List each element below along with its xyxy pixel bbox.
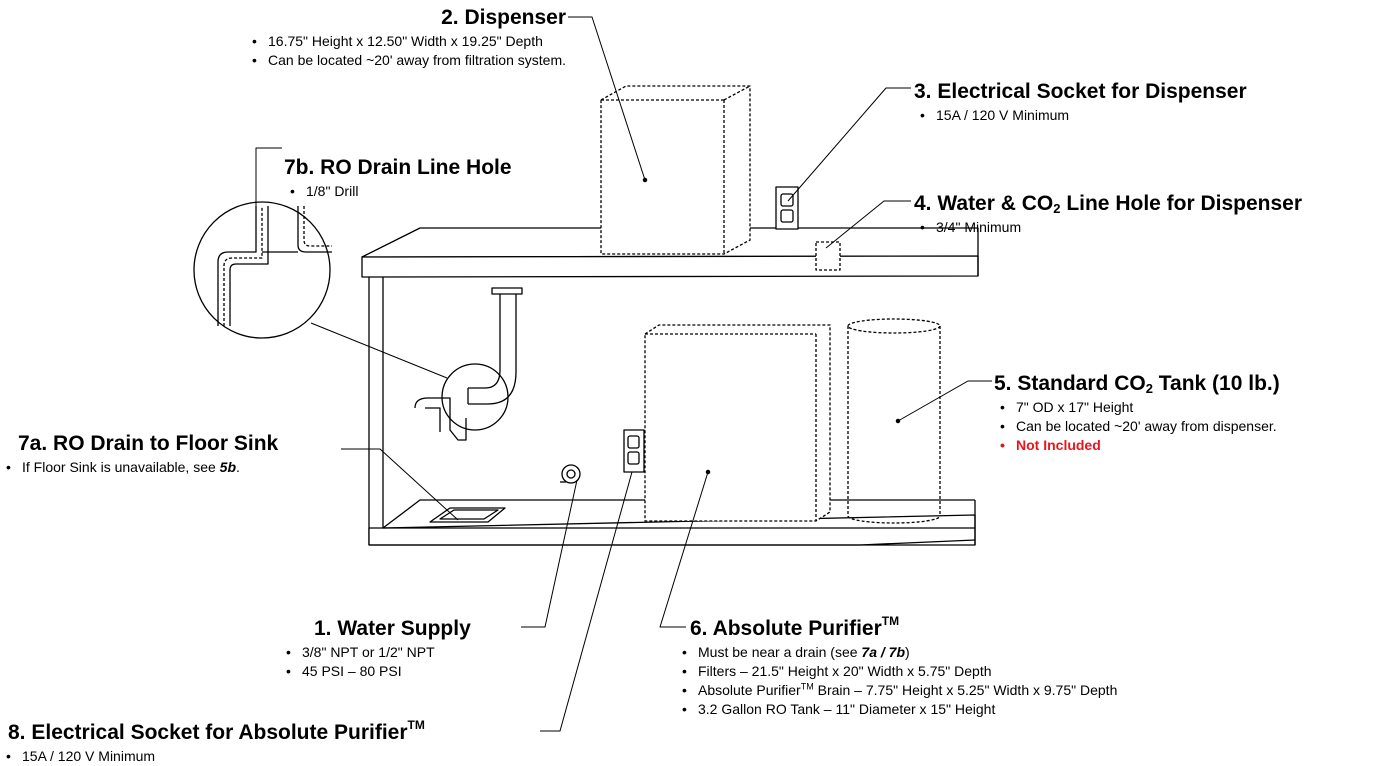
co2-tank-not-included: Not Included xyxy=(994,436,1280,455)
dispenser-bullet-2: Can be located ~20' away from filtration… xyxy=(246,51,566,70)
co2-tank-bullet-2: Can be located ~20' away from dispenser. xyxy=(994,417,1280,436)
dispenser-bullet-1: 16.75" Height x 12.50" Width x 19.25" De… xyxy=(246,32,566,51)
callout-ro-drain-hole: 7b. RO Drain Line Hole 1/8" Drill xyxy=(284,156,512,201)
co2-tank xyxy=(847,318,941,524)
leader-lines xyxy=(255,16,992,732)
cabinet-frame xyxy=(368,277,976,546)
dispenser-socket xyxy=(775,186,799,230)
water-co2-hole-title: 4. Water & CO2 Line Hole for Dispenser xyxy=(914,192,1303,216)
callout-ro-drain-floor: 7a. RO Drain to Floor Sink If Floor Sink… xyxy=(6,432,279,477)
purifier-bullet-3: Absolute PurifierTM Brain – 7.75" Height… xyxy=(676,681,1117,700)
ro-drain-hole-bullet-1: 1/8" Drill xyxy=(284,182,512,201)
dispenser-title: 2. Dispenser xyxy=(441,6,566,29)
purifier-box xyxy=(644,324,831,522)
purifier-bullet-4: 3.2 Gallon RO Tank – 11" Diameter x 15" … xyxy=(676,700,1117,719)
callout-co2-tank: 5. Standard CO2 Tank (10 lb.) 7" OD x 17… xyxy=(994,372,1280,455)
water-supply-title: 1. Water Supply xyxy=(314,617,471,640)
socket-purifier-title: 8. Electrical Socket for Absolute Purifi… xyxy=(8,718,425,744)
floor-sink xyxy=(429,507,506,523)
drain-pipes xyxy=(414,287,523,441)
ro-drain-floor-title: 7a. RO Drain to Floor Sink xyxy=(18,432,279,455)
water-co2-hole-bullet-1: 3/4" Minimum xyxy=(914,218,1302,237)
water-valve xyxy=(560,464,581,484)
socket-dispenser-title: 3. Electrical Socket for Dispenser xyxy=(914,80,1247,103)
socket-dispenser-bullet-1: 15A / 120 V Minimum xyxy=(914,106,1247,125)
ro-drain-floor-bullet-1: If Floor Sink is unavailable, see 5b. xyxy=(0,458,278,477)
co2-tank-bullet-1: 7" OD x 17" Height xyxy=(994,398,1280,417)
purifier-bullet-2: Filters – 21.5" Height x 20" Width x 5.7… xyxy=(676,662,1117,681)
callout-water-supply: 1. Water Supply 3/8" NPT or 1/2" NPT 45 … xyxy=(286,617,471,681)
callout-purifier: 6. Absolute PurifierTM Must be near a dr… xyxy=(682,614,1117,719)
leader-dots xyxy=(642,177,901,475)
callout-socket-purifier: 8. Electrical Socket for Absolute Purifi… xyxy=(6,718,425,766)
ro-drain-hole-title: 7b. RO Drain Line Hole xyxy=(284,156,512,179)
callout-water-co2-hole: 4. Water & CO2 Line Hole for Dispenser 3… xyxy=(914,192,1302,237)
purifier-socket xyxy=(623,429,645,473)
water-supply-bullet-1: 3/8" NPT or 1/2" NPT xyxy=(280,643,471,662)
water-supply-bullet-2: 45 PSI – 80 PSI xyxy=(280,662,471,681)
detail-circle xyxy=(193,201,332,339)
co2-tank-title: 5. Standard CO2 Tank (10 lb.) xyxy=(994,372,1280,396)
purifier-title: 6. Absolute PurifierTM xyxy=(690,614,900,640)
callout-dispenser: 2. Dispenser 16.75" Height x 12.50" Widt… xyxy=(134,6,566,70)
callout-socket-dispenser: 3. Electrical Socket for Dispenser 15A /… xyxy=(914,80,1247,125)
purifier-bullet-1: Must be near a drain (see 7a / 7b) xyxy=(676,643,1117,662)
dispenser-box xyxy=(600,85,751,255)
socket-purifier-bullet-1: 15A / 120 V Minimum xyxy=(0,747,425,766)
